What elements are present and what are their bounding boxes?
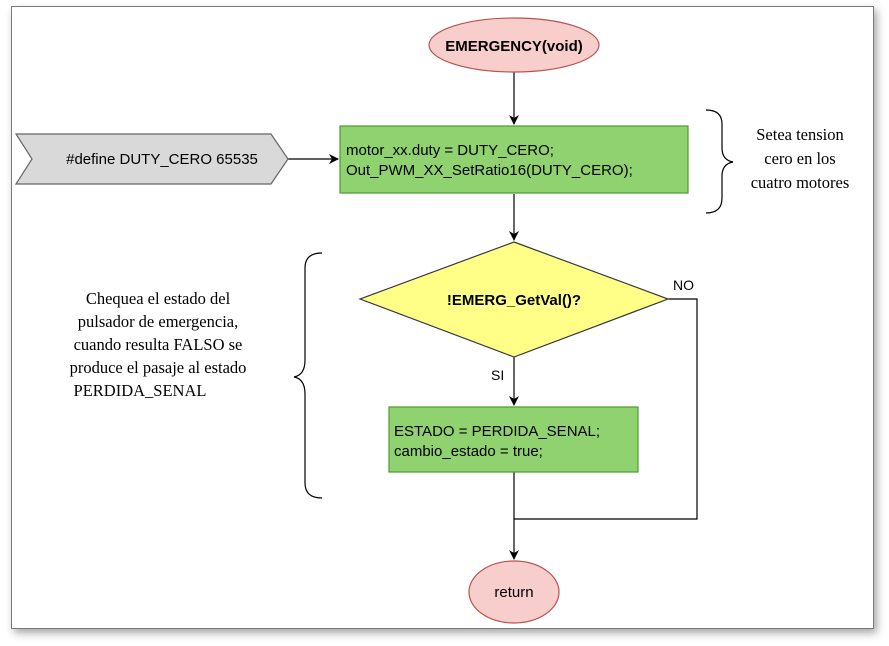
right-annotation-line-2: cero en los	[764, 149, 835, 168]
start-label: EMERGENCY(void)	[445, 38, 583, 55]
decision-diamond: !EMERG_GetVal()?	[358, 241, 670, 358]
right-annotation-brace	[705, 109, 734, 214]
end-terminal: return	[468, 560, 560, 624]
right-annotation: Setea tension cero en los cuatro motores	[751, 125, 850, 192]
decision-label: !EMERG_GetVal()?	[447, 292, 581, 309]
start-terminal: EMERGENCY(void)	[428, 17, 600, 73]
edges	[288, 72, 698, 560]
process1-line-2: Out_PWM_XX_SetRatio16(DUTY_CERO);	[346, 162, 633, 179]
left-annotation-line-3: cuando resulta FALSO se	[74, 335, 243, 354]
no-label: NO	[673, 277, 694, 293]
process1-box: motor_xx.duty = DUTY_CERO; Out_PWM_XX_Se…	[339, 125, 689, 194]
left-annotation-line-4: produce el pasaje al estado	[70, 358, 247, 377]
left-annotation-line-2: pulsador de emergencia,	[78, 312, 239, 331]
define-label: #define DUTY_CERO 65535	[66, 151, 258, 168]
process2-line-2: cambio_estado = true;	[394, 443, 543, 460]
process1-line-1: motor_xx.duty = DUTY_CERO;	[346, 142, 554, 159]
left-annotation-brace	[293, 252, 323, 499]
right-annotation-line-1: Setea tension	[756, 125, 844, 144]
process2-line-1: ESTADO = PERDIDA_SENAL;	[394, 423, 600, 440]
left-annotation-line-1: Chequea el estado del	[86, 289, 231, 308]
left-annotation-line-5: PERDIDA_SENAL	[74, 381, 207, 400]
process2-box: ESTADO = PERDIDA_SENAL; cambio_estado = …	[388, 406, 639, 473]
right-annotation-line-3: cuatro motores	[751, 173, 850, 192]
edge-decision-no	[514, 298, 698, 520]
end-label: return	[494, 584, 533, 601]
define-shape: #define DUTY_CERO 65535	[14, 133, 289, 185]
yes-label: SI	[491, 367, 504, 383]
left-annotation: Chequea el estado del pulsador de emerge…	[70, 289, 247, 400]
